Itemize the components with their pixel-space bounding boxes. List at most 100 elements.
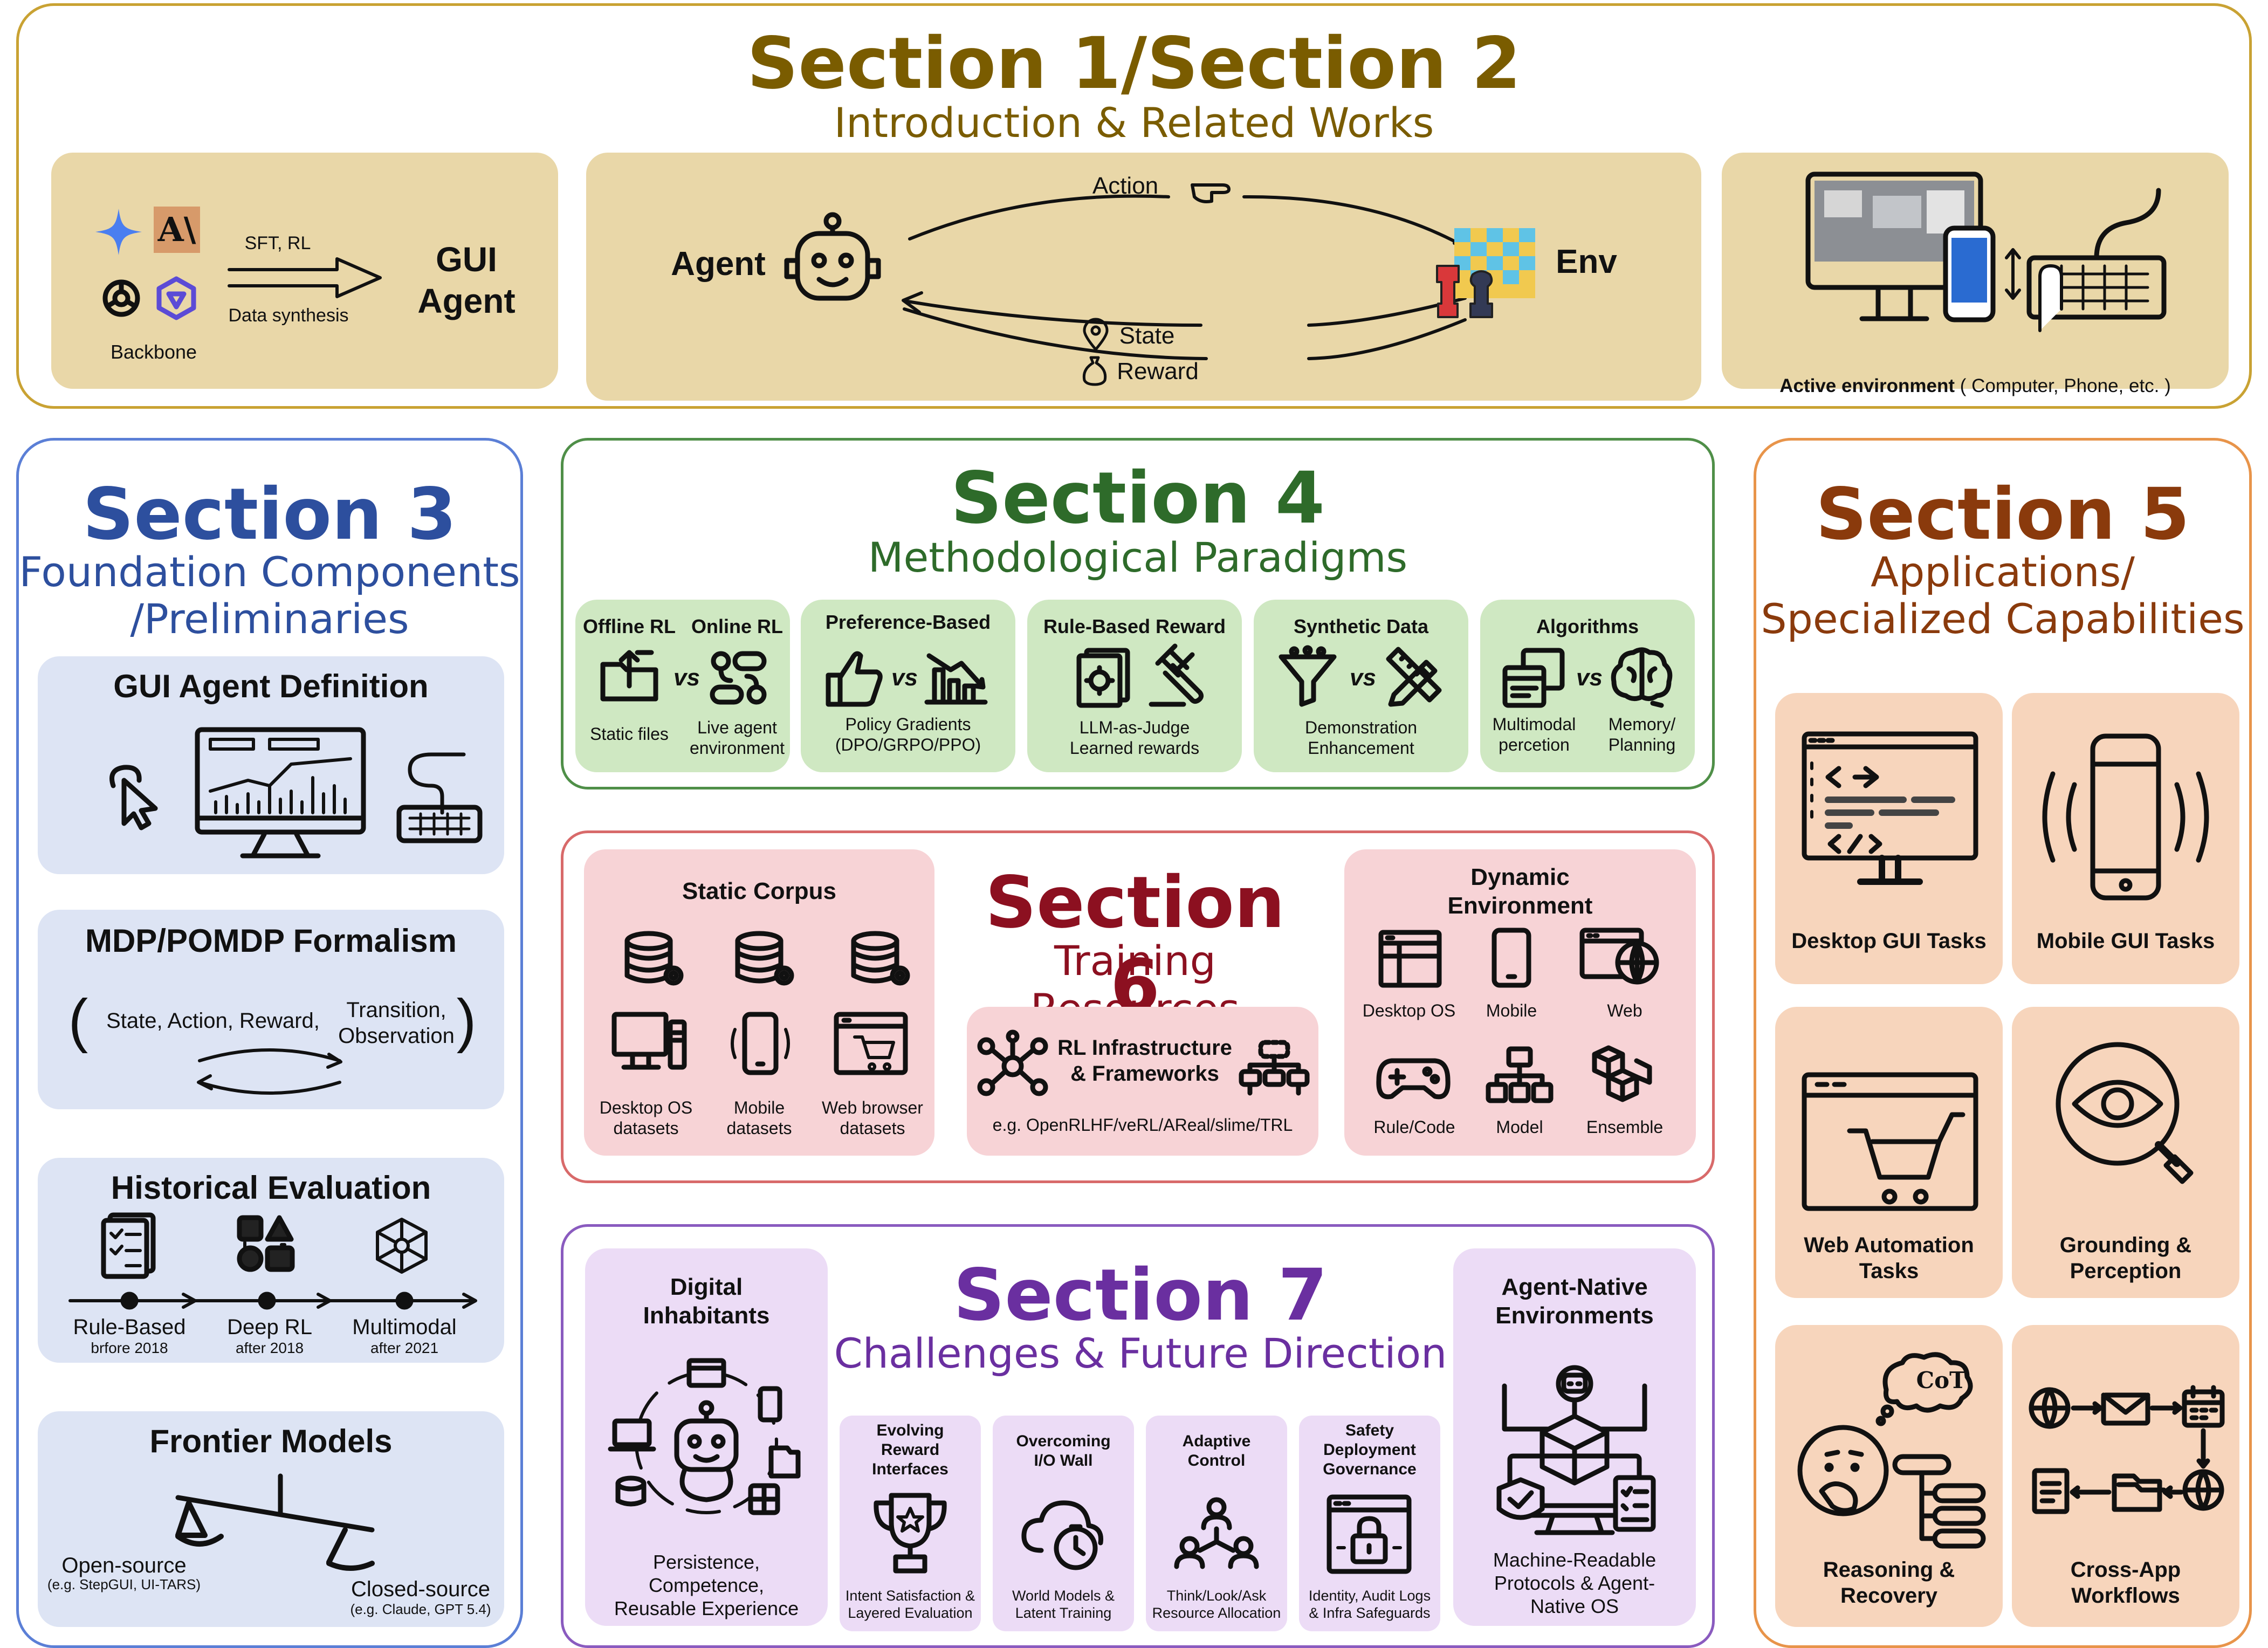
agent-environment-icon (710, 651, 767, 705)
closed-source-label: Closed-source (351, 1577, 490, 1601)
section-3-subtitle: Foundation Components /Preliminaries (19, 548, 520, 643)
file-upload-icon (600, 650, 658, 702)
section-3-panel: Section 3 Foundation Components /Prelimi… (16, 438, 523, 1648)
thumbs-up-icon (826, 651, 883, 707)
synthetic-data-card: Synthetic Data vs Demonstration Enhancem… (1254, 600, 1468, 772)
web-env-label: Web (1607, 1001, 1642, 1020)
pencil-ruler-icon (1386, 647, 1442, 707)
pointing-hand-icon (1191, 183, 1231, 203)
section-4-subtitle: Methodological Paradigms (868, 533, 1408, 581)
grounding-perception-label: Grounding & Perception (2059, 1233, 2192, 1283)
adaptive-control-desc: Think/Look/Ask Resource Allocation (1152, 1588, 1281, 1622)
section-5-subtitle: Applications/ Specialized Capabilities (1761, 548, 2245, 643)
closed-source-examples: (e.g. Claude, GPT 5.4) (350, 1601, 491, 1617)
mdp-paren-right: ) (456, 987, 477, 1054)
agent-native-desc: Machine-Readable Protocols & Agent- Nati… (1493, 1549, 1657, 1618)
static-corpus-title: Static Corpus (682, 878, 837, 904)
state-label: State (1119, 322, 1175, 349)
evolving-reward-title: Evolving Reward Interfaces (872, 1422, 949, 1478)
digital-inhabitants-title: Digital Inhabitants (643, 1274, 770, 1329)
llm-judge-label: LLM-as-Judge Learned rewards (1069, 718, 1200, 758)
openai-icon (102, 279, 140, 317)
agent-native-title: Agent-Native Environments (1495, 1274, 1654, 1329)
agent-env-card: Agent Action State Reward (586, 153, 1701, 401)
mobile-phone-icon (1492, 928, 1531, 988)
preference-based-label: Preference-Based (825, 611, 991, 633)
dynamic-environment-card: Dynamic Environment Desktop OS Mobile We… (1344, 849, 1696, 1156)
timeline-multimodal: Multimodal (352, 1315, 457, 1339)
grounding-perception-card: Grounding & Perception (2012, 1007, 2239, 1298)
vs-label: vs (673, 664, 700, 691)
cross-app-workflows-card: Cross-App Workflows (2012, 1325, 2239, 1627)
io-wall-title: Overcoming I/O Wall (1016, 1432, 1111, 1470)
backbone-label: Backbone (110, 341, 197, 363)
network-nodes-icon (977, 1029, 1048, 1096)
ensemble-cubes-icon (1592, 1045, 1652, 1102)
vs-label: vs (891, 664, 918, 691)
cross-app-workflows-label: Cross-App Workflows (2070, 1558, 2181, 1608)
open-source-label: Open-source (61, 1554, 187, 1577)
web-cart-icon (834, 1012, 908, 1075)
vs-label: vs (1350, 664, 1376, 691)
money-bag-icon (1082, 356, 1107, 386)
mdp-terms-2: Transition, Observation (338, 998, 455, 1048)
database-gear-icon (735, 931, 794, 986)
io-wall-desc: World Models & Latent Training (1012, 1588, 1115, 1622)
digital-inhabitants-card: Digital Inhabitants Persistence, Compete… (585, 1248, 828, 1626)
desktop-os-env-label: Desktop OS (1362, 1001, 1456, 1020)
neural-network-icon (376, 1218, 428, 1274)
multimodal-perception-label: Multimodal percetion (1492, 715, 1576, 755)
agent-native-card: Agent-Native Environments Machine-Readab… (1453, 1248, 1696, 1626)
section-6-panel: Section 6 Training Resources Static Corp… (561, 830, 1715, 1183)
rl-infrastructure-title: RL Infrastructure & Frameworks (1057, 1036, 1232, 1086)
cursor-click-icon (109, 765, 158, 830)
offline-online-rl-card: Offline RL Online RL vs Static files Liv… (575, 600, 790, 772)
rule-based-reward-label: Rule-Based Reward (1043, 615, 1226, 637)
balance-scale-icon (175, 1473, 375, 1571)
brain-icon (1611, 647, 1673, 708)
frontier-models-card: Frontier Models Open-source (e.g. StepGU… (38, 1411, 504, 1627)
database-gear-icon (851, 931, 910, 986)
database-gear-icon (624, 931, 684, 986)
algorithms-card: Algorithms vs Multimodal percetion Memor… (1480, 600, 1695, 772)
static-corpus-card: Static Corpus Desktop OS datasets Mobile… (584, 849, 934, 1156)
desktop-os-datasets-label: Desktop OS datasets (599, 1098, 693, 1138)
section-7-panel: Section 7 Challenges & Future Direction … (561, 1224, 1715, 1648)
reasoning-recovery-label: Reasoning & Recovery (1823, 1558, 1955, 1608)
mdp-paren-left: ( (68, 987, 88, 1054)
section-7-title: Section 7 (953, 1254, 1328, 1337)
desktop-gui-tasks-label: Desktop GUI Tasks (1791, 929, 1987, 953)
timeline-multimodal-date: after 2021 (370, 1340, 439, 1356)
agent-native-os-icon (1496, 1365, 1656, 1535)
action-label: Action (1092, 173, 1159, 199)
mdp-formalism-card: MDP/POMDP Formalism ( State, Action, Rew… (38, 910, 504, 1109)
active-environment-label: Active environment ( Computer, Phone, et… (1722, 352, 2229, 397)
live-agent-label: Live agent environment (689, 718, 785, 758)
desktop-window-icon (1378, 930, 1442, 988)
historical-evaluation-card: Historical Evaluation Rule-Based brfore … (38, 1158, 504, 1363)
chessboard-env-icon (1436, 228, 1535, 318)
rl-frameworks-examples: e.g. OpenRLHF/veRL/AReal/slime/TRL (992, 1115, 1293, 1135)
multimodal-docs-icon (1502, 648, 1565, 708)
document-gear-icon (1076, 648, 1130, 708)
online-rl-label: Online RL (691, 615, 783, 637)
safety-deployment-card: Safety Deployment Governance Identity, A… (1299, 1416, 1440, 1631)
open-source-examples: (e.g. StepGUI, UI-TARS) (47, 1576, 201, 1592)
safety-deployment-title: Safety Deployment Governance (1323, 1422, 1417, 1478)
ensemble-label: Ensemble (1586, 1117, 1664, 1137)
desktop-computer-icon (611, 1012, 687, 1070)
frontier-models-title: Frontier Models (149, 1423, 393, 1459)
section-1-2-subtitle: Introduction & Related Works (834, 99, 1434, 147)
section-4-title: Section 4 (951, 457, 1325, 540)
section-1-2-panel: Section 1/Section 2 Introduction & Relat… (16, 3, 2252, 409)
policy-gradients-label: Policy Gradients (DPO/GRPO/PPO) (835, 715, 981, 755)
mobile-gui-tasks-label: Mobile GUI Tasks (2036, 929, 2215, 953)
gavel-icon (1149, 643, 1204, 707)
timeline-rule-based-date: brfore 2018 (91, 1340, 168, 1356)
cycle-arrows (902, 194, 1468, 360)
mobile-env-label: Mobile (1486, 1001, 1537, 1020)
algorithms-label: Algorithms (1536, 615, 1639, 637)
shapes-transform-icon (237, 1215, 295, 1272)
mdp-title: MDP/POMDP Formalism (85, 923, 457, 959)
historical-evaluation-title: Historical Evaluation (111, 1170, 431, 1206)
